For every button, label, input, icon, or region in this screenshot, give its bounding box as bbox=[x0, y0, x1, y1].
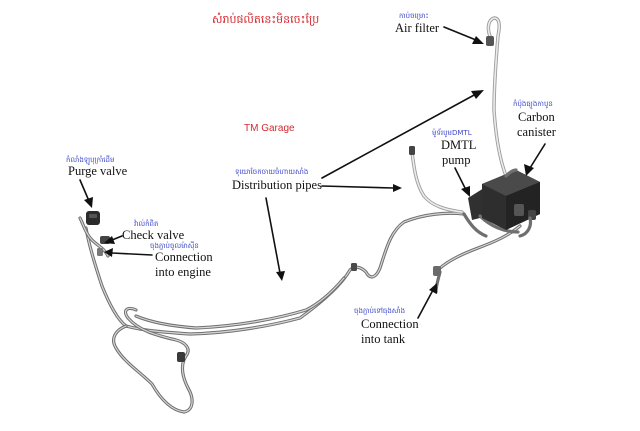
loop-connector bbox=[177, 352, 185, 362]
distribution-pipe-loop bbox=[112, 306, 194, 414]
connection-tank-caption-kh: ចុងភ្ជាប់ទៅធុងសាំង bbox=[354, 307, 406, 315]
carbon-canister-body bbox=[482, 168, 540, 238]
purge-valve-caption-kh: កំលាំងឡូបុក្រាំដើម bbox=[66, 156, 115, 164]
air-filter-connector bbox=[486, 36, 494, 46]
arrow-connection-tank bbox=[417, 283, 437, 319]
distribution-pipes-caption-kh: ទុយោចែកចាយចំហាយសាំង bbox=[235, 168, 309, 176]
purge-valve-assembly bbox=[78, 211, 110, 258]
air-filter-caption-kh: កាប់ចម្រោះ bbox=[399, 12, 429, 20]
connection-engine-caption-kh: ចុងភ្ជាប់ចូលម៉ាស៊ីន bbox=[150, 242, 199, 250]
dmtl-pump-label-line2: pump bbox=[442, 153, 471, 167]
dmtl-pump-caption-kh: ម៉ូទ័របូមDMTL bbox=[432, 129, 472, 137]
arrow-purge-valve bbox=[79, 179, 93, 208]
arrow-distribution-right bbox=[321, 184, 402, 192]
dmtl-pump-label-line1: DMTL bbox=[441, 138, 477, 152]
air-filter-pipe bbox=[486, 16, 508, 178]
diagram-title: សំរាប់ផលិតនេះមិនចេះប្រែ bbox=[212, 13, 320, 26]
arrow-air-filter bbox=[443, 26, 484, 44]
connection-engine-label-line1: Connection bbox=[155, 250, 213, 264]
check-valve-label: Check valve bbox=[122, 228, 185, 242]
carbon-canister-label-line1: Carbon bbox=[518, 110, 555, 124]
pipe-clip bbox=[351, 263, 357, 271]
tank-pipe bbox=[433, 224, 522, 294]
purge-valve-label: Purge valve bbox=[68, 164, 128, 178]
arrow-connection-engine bbox=[104, 248, 153, 257]
watermark-text: TM Garage bbox=[244, 123, 295, 134]
distribution-pipe-second bbox=[134, 276, 346, 330]
arrow-dmtl-pump bbox=[454, 167, 470, 197]
tank-connector bbox=[433, 266, 441, 276]
carbon-canister-caption-kh: កំប៉ុងធ្យូងកាបូន bbox=[513, 100, 553, 108]
connection-engine-label-line2: into engine bbox=[155, 265, 211, 279]
air-filter-label: Air filter bbox=[395, 21, 440, 35]
arrow-distribution-up bbox=[321, 90, 484, 179]
connection-tank-label-line1: Connection bbox=[361, 317, 419, 331]
dmtl-pipe bbox=[409, 146, 464, 214]
arrow-check-valve bbox=[104, 235, 123, 244]
arrow-distribution-down bbox=[265, 197, 285, 281]
check-valve-caption-kh: វ៉ាល់កំពិត bbox=[134, 220, 159, 228]
carbon-canister-label-line2: canister bbox=[517, 125, 556, 139]
connection-tank-label-line2: into tank bbox=[361, 332, 406, 346]
arrow-carbon-canister bbox=[524, 143, 546, 176]
distribution-pipes-label: Distribution pipes bbox=[232, 178, 322, 192]
